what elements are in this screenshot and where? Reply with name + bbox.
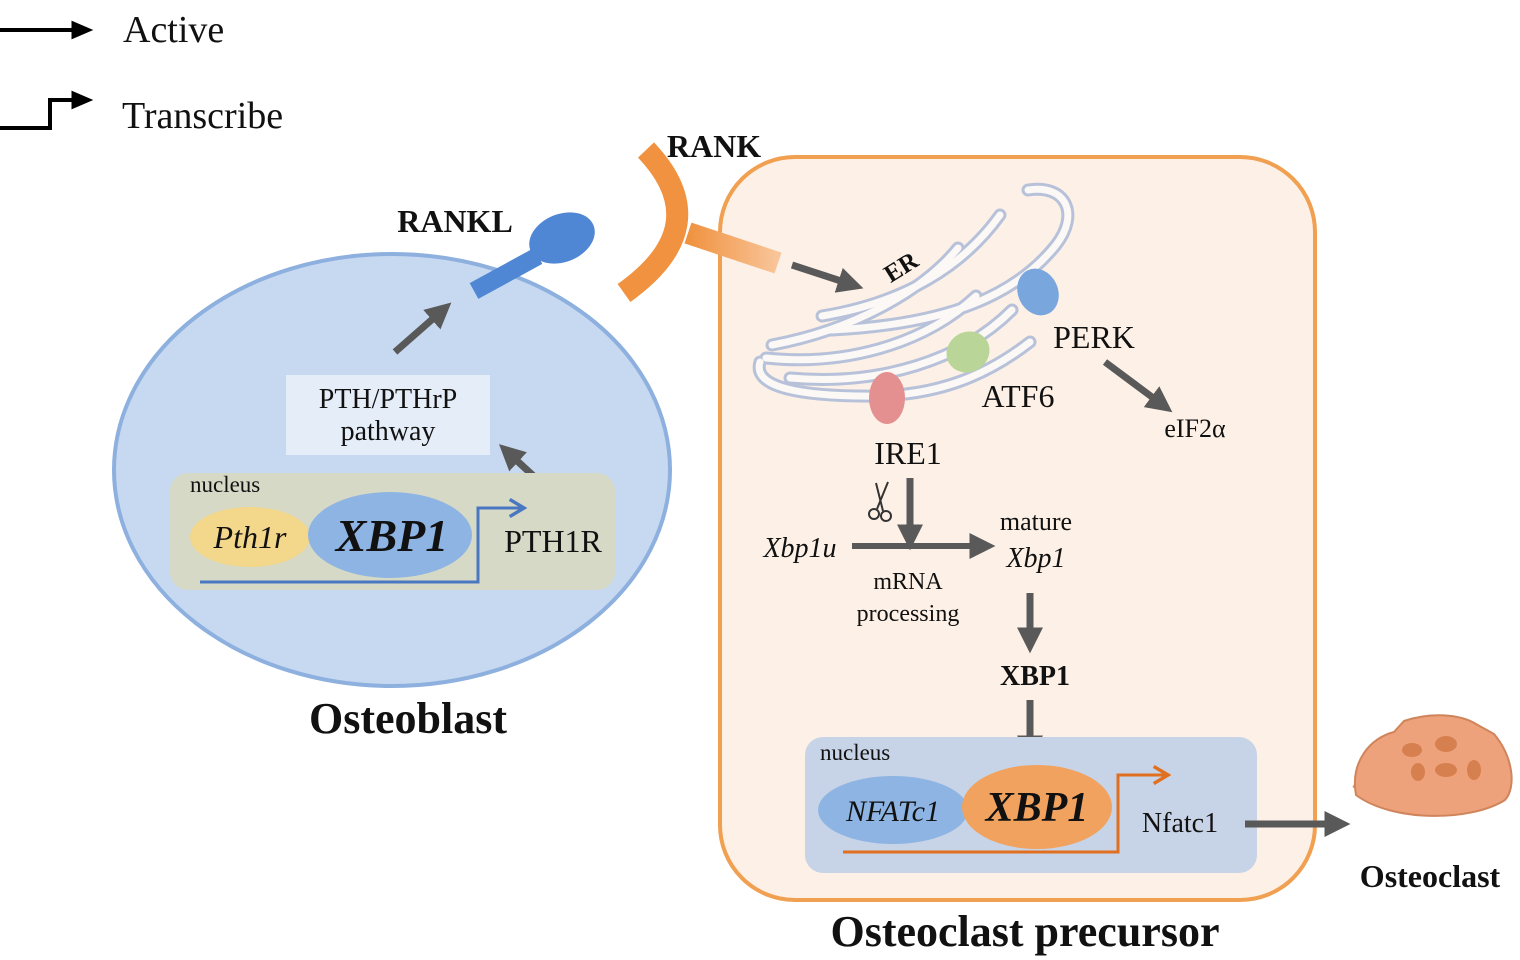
pth1r-gene-label: Pth1r <box>213 519 287 555</box>
ire1-label: IRE1 <box>874 435 942 471</box>
xbp1-oval-precursor <box>962 765 1112 849</box>
pth1r-protein-label: PTH1R <box>504 523 602 559</box>
nfatc1-protein-label: NFATc1 <box>845 795 940 828</box>
perk-label: PERK <box>1053 319 1135 355</box>
pth1r-gene-oval <box>190 507 310 567</box>
xbp1u-label: Xbp1u <box>762 533 836 564</box>
arrow-rank-to-er <box>790 261 864 293</box>
pth-pathway-label-line1: PTH/PTHrP <box>319 384 457 415</box>
xbp1-protein-label: XBP1 <box>1000 661 1070 692</box>
legend-transcribe-label: Transcribe <box>122 95 283 137</box>
xbp1-label-osteoblast: XBP1 <box>334 510 448 561</box>
osteoclast-body <box>1353 714 1513 817</box>
osteoclast-cell <box>1352 714 1513 817</box>
osteoclast-title: Osteoclast <box>1360 858 1501 894</box>
atf6-protein <box>946 331 990 373</box>
mature-xbp1-line1: mature <box>1000 507 1072 536</box>
transcribe-arrow-osteoblast <box>200 508 524 584</box>
pth-pathway-box <box>286 375 490 455</box>
rankl-head <box>529 212 595 264</box>
rankl-ligand <box>469 212 595 299</box>
osteoclast-nucleus-spot <box>1435 763 1457 777</box>
pth-pathway-label-line2: pathway <box>341 416 436 447</box>
osteoclast-nucleus-spot <box>1435 736 1457 752</box>
rankl-stalk <box>469 248 543 299</box>
precursor-nucleus-label: nucleus <box>820 740 890 765</box>
osteoclast-nucleus-spot <box>1411 763 1425 781</box>
eif2a-label: eIF2α <box>1164 414 1226 443</box>
mature-xbp1-line2: Xbp1 <box>1005 543 1065 574</box>
osteoblast-cell: RANKL PTH/PTHrP pathway nucleus Pth1r XB… <box>112 203 672 688</box>
osteoblast-nucleus-label: nucleus <box>190 472 260 497</box>
rank-label: RANK <box>667 128 761 164</box>
scissors-icon <box>868 481 892 522</box>
nfatc1-gene-label: Nfatc1 <box>1142 808 1218 839</box>
rank-cup <box>617 142 689 302</box>
rank-stalk <box>684 222 782 274</box>
ire1-protein <box>869 372 905 424</box>
legend: Active Transcribe <box>0 9 283 137</box>
nfatc1-oval <box>818 776 968 844</box>
perk-protein <box>1017 268 1059 316</box>
atf6-label: ATF6 <box>982 378 1055 414</box>
osteoblast-title: Osteoblast <box>309 694 507 743</box>
arrow-perk-to-eif2a <box>1102 359 1173 413</box>
precursor-title: Osteoclast precursor <box>831 907 1220 956</box>
mrna-processing-line2: processing <box>857 601 960 627</box>
legend-active-label: Active <box>123 9 224 51</box>
rankl-label: RANKL <box>397 203 513 239</box>
transcribe-arrow-precursor <box>843 775 1168 854</box>
arrow-pathway-to-rankl <box>392 302 452 355</box>
precursor-membrane <box>718 155 1317 902</box>
legend-transcribe-arrow <box>0 90 94 130</box>
rank-receptor <box>617 142 782 302</box>
osteoclast-nucleus-spot <box>1402 743 1422 757</box>
mrna-processing-line1: mRNA <box>873 569 943 595</box>
osteoclast-nucleus-spot <box>1467 760 1481 780</box>
xbp1-label-precursor: XBP1 <box>984 785 1089 831</box>
osteoblast-membrane <box>112 252 672 688</box>
xbp1-oval-osteoblast <box>308 492 472 578</box>
